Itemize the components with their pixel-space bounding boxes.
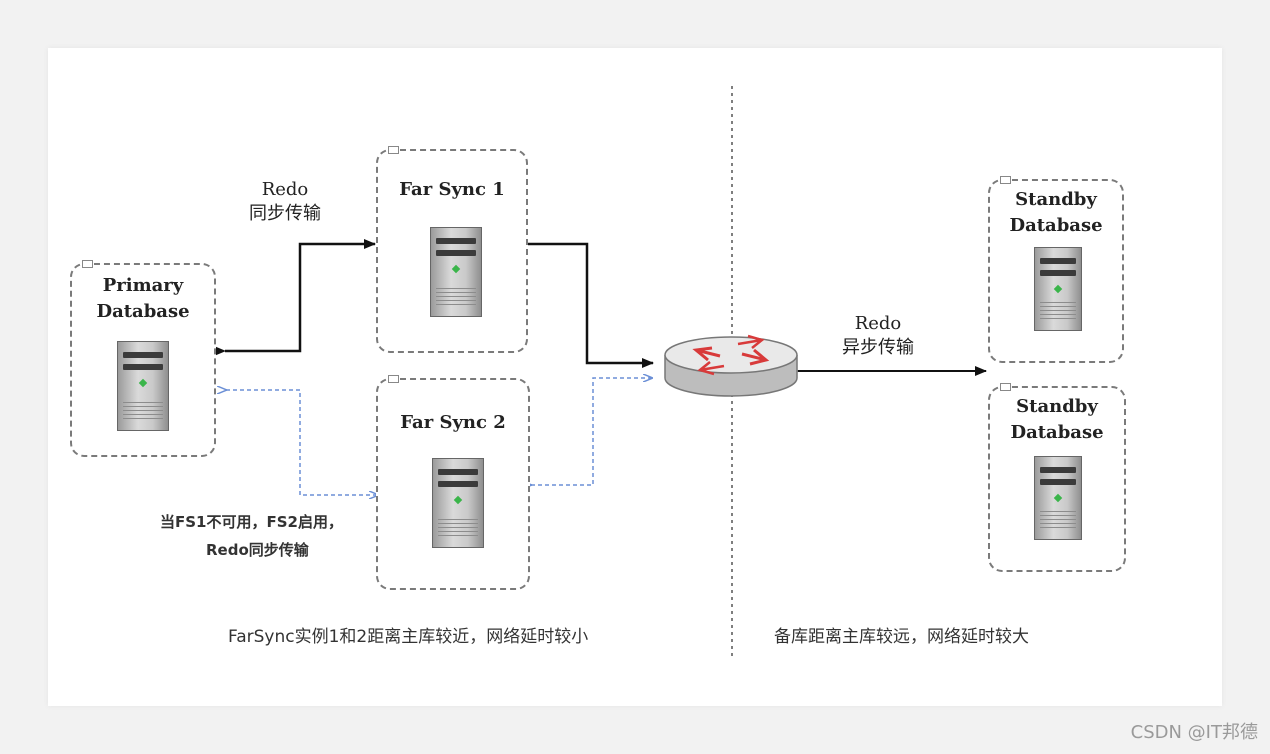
server-icon xyxy=(1034,456,1082,540)
primary-database-title: Primary Database xyxy=(96,275,190,322)
server-icon xyxy=(430,227,482,317)
node-tab-icon xyxy=(388,146,399,154)
node-tab-icon xyxy=(1000,176,1011,184)
server-icon xyxy=(432,458,484,548)
standby-database-2-title: Standby Database xyxy=(1010,396,1104,443)
watermark: CSDN @IT邦德 xyxy=(1130,722,1258,743)
node-tab-icon xyxy=(1000,383,1011,391)
router-icon xyxy=(664,334,798,397)
far-sync-1-title: Far Sync 1 xyxy=(399,179,505,200)
node-tab-icon xyxy=(82,260,93,268)
right-region-caption: 备库距离主库较远，网络延时较大 xyxy=(774,627,1029,647)
standby-link-fs2-router xyxy=(531,378,652,485)
far-sync-1-node: Far Sync 1 xyxy=(376,146,528,353)
left-region-caption: FarSync实例1和2距离主库较近，网络延时较小 xyxy=(228,627,589,647)
diagram-card: Primary Database Far Sync 1 Far Sync 2 S… xyxy=(48,48,1222,706)
diagram-canvas xyxy=(214,86,987,660)
async-redo-label: Redo 异步传输 xyxy=(842,313,914,358)
sync-link-primary-fs1 xyxy=(214,239,376,356)
standby-link-primary-fs2 xyxy=(226,390,378,495)
server-icon xyxy=(117,341,169,431)
failover-note-line2: Redo同步传输 xyxy=(206,541,309,559)
link-fs1-router xyxy=(508,239,654,368)
sync-redo-label: Redo 同步传输 xyxy=(249,179,321,224)
failover-note-line1: 当FS1不可用，FS2启用， xyxy=(160,513,343,531)
far-sync-2-node: Far Sync 2 xyxy=(376,375,530,590)
far-sync-2-title: Far Sync 2 xyxy=(400,412,506,433)
standby-database-2-node: Standby Database xyxy=(988,383,1126,572)
primary-database-node: Primary Database xyxy=(70,260,216,457)
standby-database-1-title: Standby Database xyxy=(1009,189,1103,236)
server-icon xyxy=(1034,247,1082,331)
standby-database-1-node: Standby Database xyxy=(988,176,1124,363)
node-tab-icon xyxy=(388,375,399,383)
